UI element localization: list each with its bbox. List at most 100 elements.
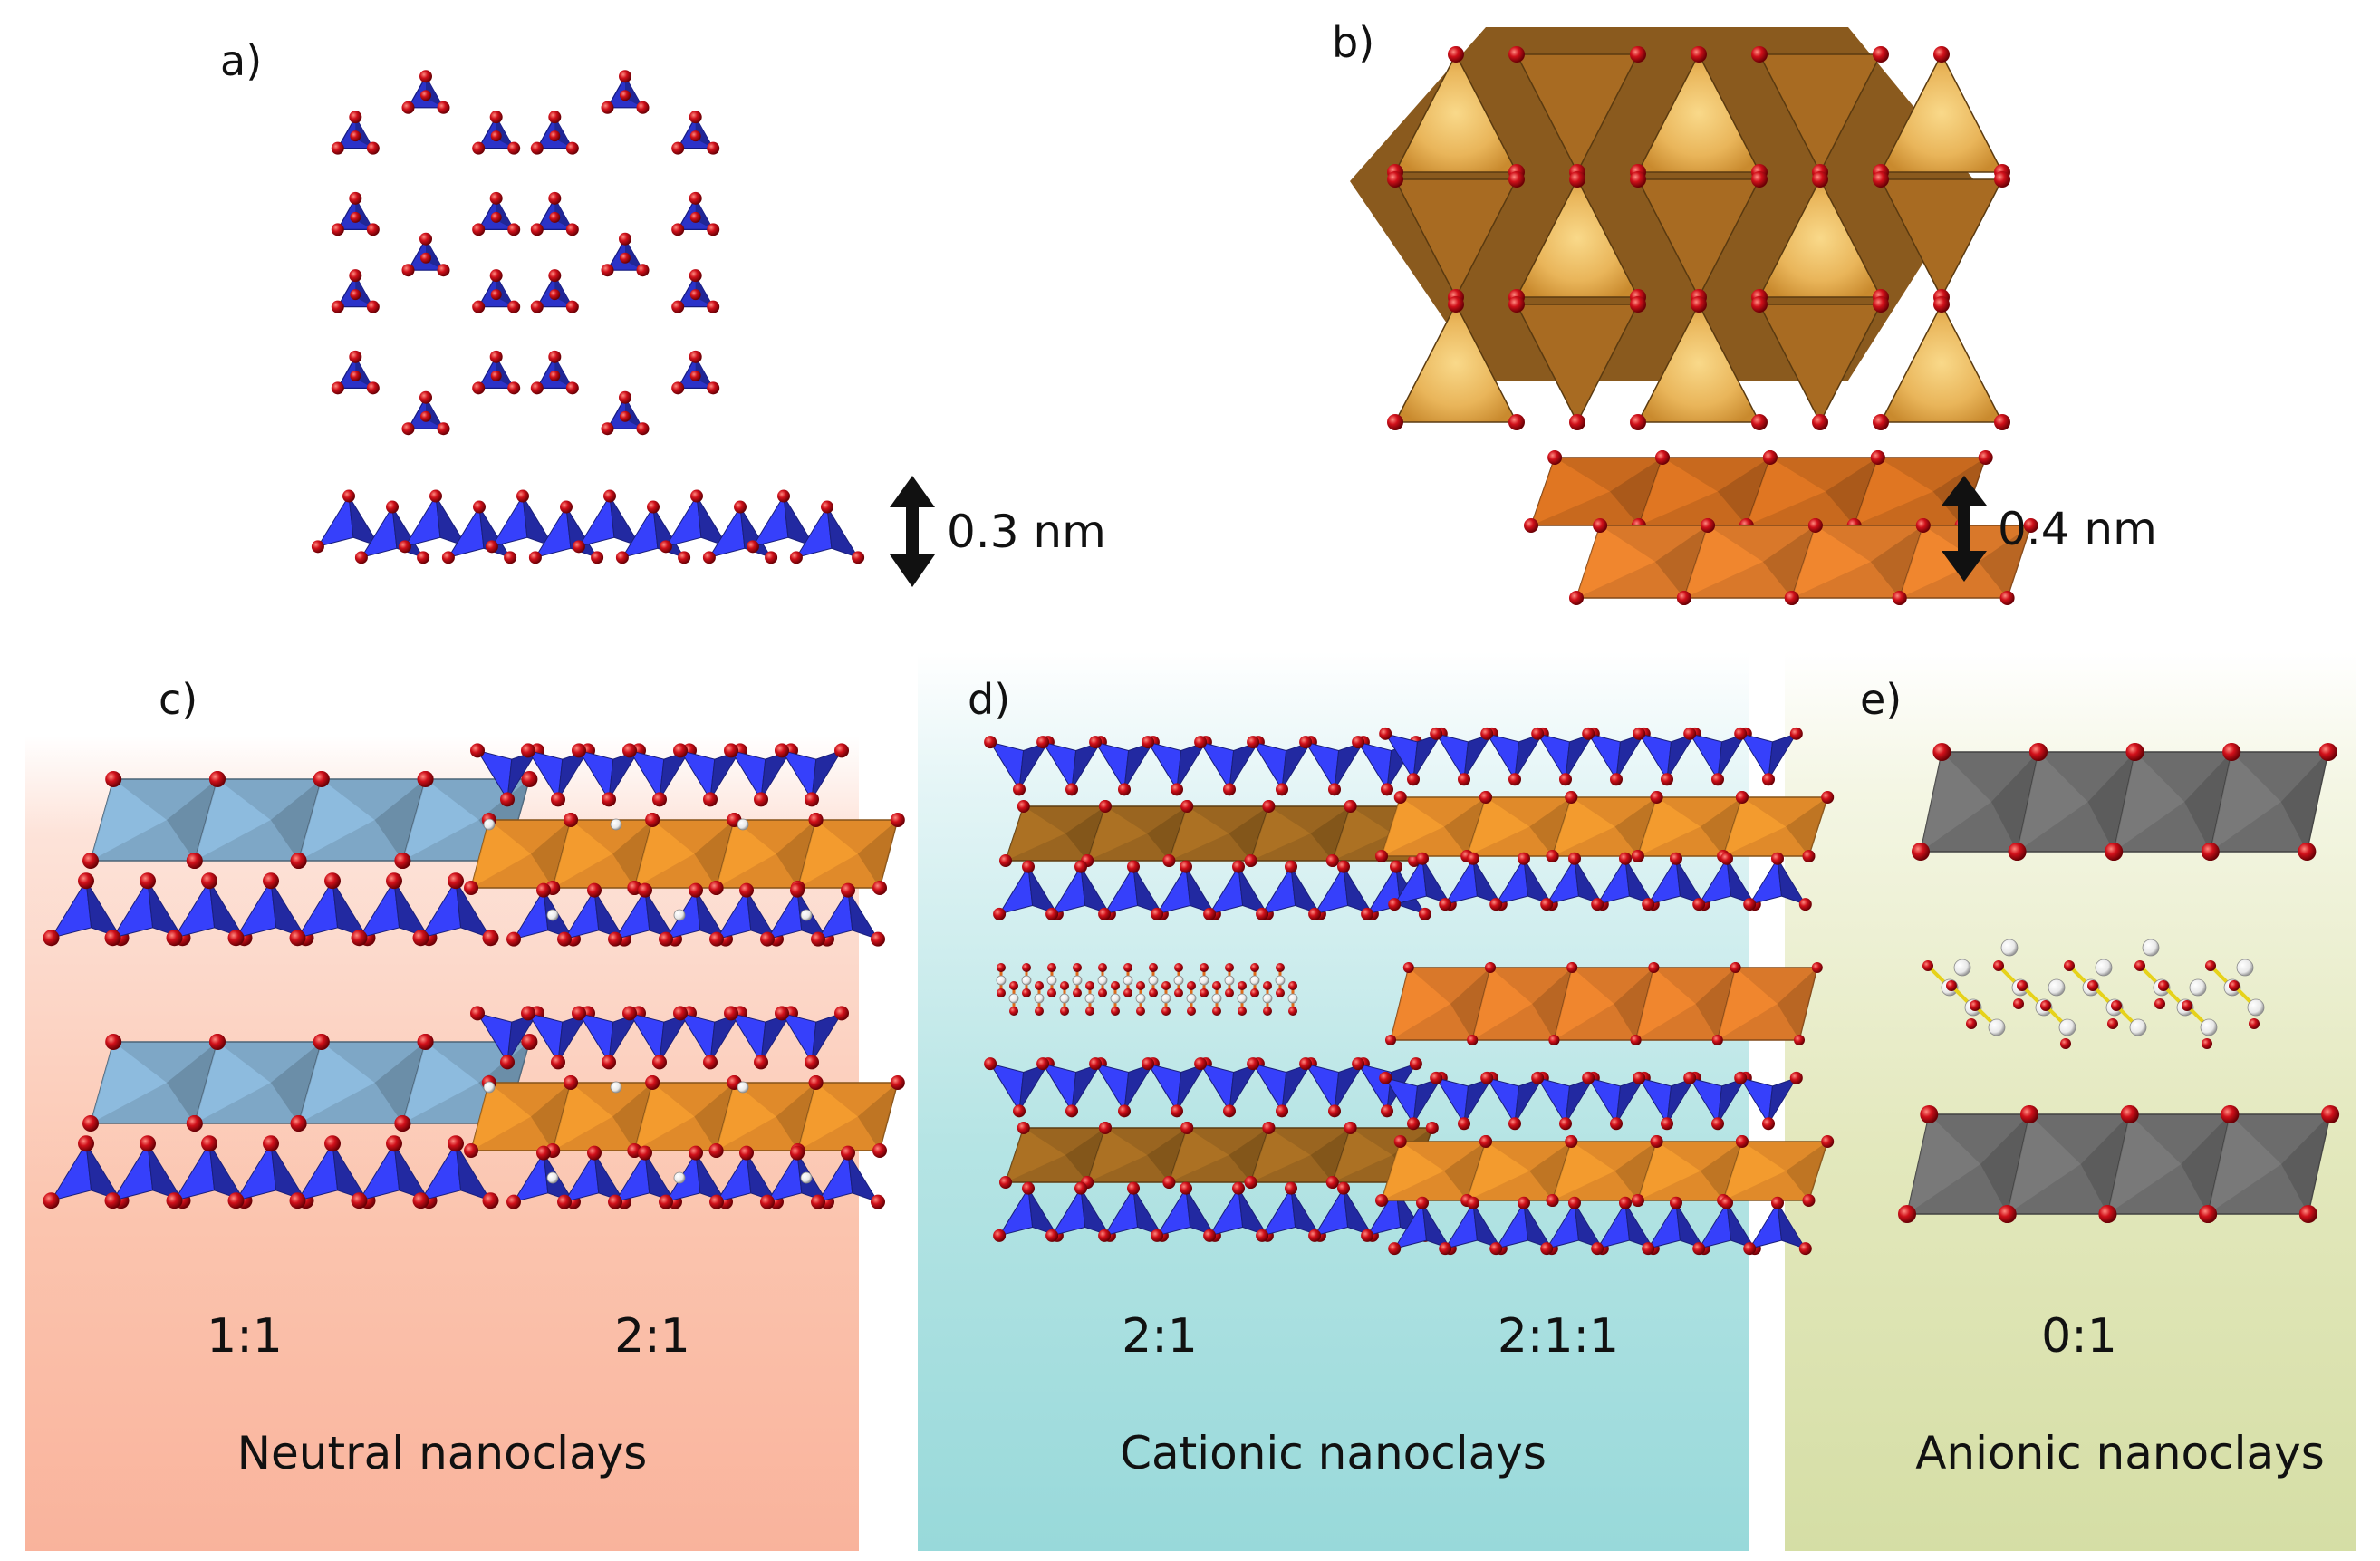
hydrogen-atom [546,909,559,921]
oxygen-atom [1898,1205,1916,1223]
oxygen-atom [620,252,631,264]
octahedron-face [2080,1114,2130,1214]
oxygen-atom [489,350,503,363]
oxygen-atom [349,111,362,124]
octahedron-face [1332,806,1392,861]
tetrahedron [1647,1201,1681,1249]
octahedron-face [612,1083,653,1151]
tetrahedron-face [1080,866,1112,915]
oxygen-atom [349,350,362,363]
hydrogen-atom [1161,993,1171,1004]
oxygen-atom [394,853,411,869]
tetrahedron [1444,857,1479,905]
oxygen-atom [548,191,562,205]
octahedron-face [2114,752,2185,852]
hydrogen-atom [1008,993,1019,1004]
oxygen-atom [473,500,486,514]
oxygen-atom [689,211,701,223]
oxygen-atom [1566,962,1578,973]
oxygen-atom [1467,852,1479,865]
oxygen-atom [1802,1194,1816,1207]
tetrahedron-face [783,496,816,548]
oxygen-atom [366,223,380,236]
tetrahedron [316,495,354,548]
oxygen-atom [1518,852,1530,865]
oxygen-atom [394,1115,411,1132]
oxygen-atom [1540,898,1554,911]
oxygen-atom [1650,791,1663,804]
oxygen-atom [350,370,361,381]
octahedron-face [1147,1128,1188,1182]
oxygen-atom [689,882,703,898]
hydrogen-atom [1186,993,1197,1004]
oxygen-atom [1013,1104,1026,1118]
tetrahedron-face [1071,741,1103,790]
tetrahedron [1156,1187,1191,1237]
octahedron-face [1978,525,2031,598]
tetrahedron-face [1281,741,1313,790]
oxygen-atom [1448,46,1464,63]
oxygen-atom [1548,1035,1560,1045]
oxygen-atom [1285,1181,1297,1195]
tetrahedron-face [811,1012,843,1063]
oxygen-atom [417,551,430,564]
oxygen-atom [536,1145,551,1161]
oxygen-atom [1480,1071,1494,1084]
oxygen-atom [1711,1035,1723,1045]
oxygen-atom [1670,852,1682,865]
tetrahedron [1261,865,1296,915]
oxygen-atom [1873,296,1889,313]
tetrahedron-face [1565,1076,1595,1124]
tetrahedron-face [1412,732,1442,780]
oxygen-atom [659,931,673,947]
tetrahedron [766,889,803,940]
oxygen-atom [620,90,631,101]
tetrahedron [1314,865,1349,915]
oxygen-atom [1200,963,1209,972]
oxygen-atom [1610,1117,1623,1131]
oxygen-atom [671,141,685,155]
tetrahedron-face [625,397,643,429]
tetrahedron [577,495,615,548]
oxygen-atom [1375,1194,1388,1207]
oxygen-atom [1915,518,1931,533]
tetrahedron [1357,1063,1392,1113]
octahedron-face [1332,1128,1392,1182]
tetrahedron [577,1012,614,1064]
oxygen-atom [186,1115,203,1132]
tetrahedron-face [1027,1188,1059,1237]
octahedron-face [1391,968,1450,1040]
caption-neutral: Neutral nanoclays [236,1427,648,1479]
oxygen-atom [324,872,341,890]
hydrogen-atom [546,1171,559,1184]
oxygen-atom [1099,800,1112,813]
octahedron-face [1614,797,1657,856]
octahedron [1515,304,1640,424]
oxygen-atom [1276,988,1285,997]
panel-label-c: c) [159,675,198,724]
oxygen-atom [366,381,380,395]
hydrogen-atom [1059,993,1070,1004]
octahedron-face [1531,458,1610,525]
oxygen-atom [1489,898,1503,911]
oxygen-atom [1812,414,1828,430]
tetrahedron [766,1151,803,1203]
octahedron-face [1472,968,1533,1040]
tetrahedron [490,495,528,548]
oxygen-atom [490,211,502,223]
oxygen-atom [1162,854,1176,867]
oxygen-atom [437,101,450,114]
oxygen-atom [1127,860,1140,873]
tetrahedron [715,1151,752,1203]
octahedron-face [1532,968,1573,1040]
oxygen-atom [1540,1242,1554,1256]
oxygen-atom [1735,791,1749,804]
oxygen-atom [324,1135,341,1152]
octahedron-face [1683,525,1763,598]
oxygen-atom [201,872,217,890]
tetrahedron-face [1472,1202,1502,1250]
oxygen-atom [420,410,431,422]
tetrahedron [1749,857,1783,905]
tetrahedron-face [1574,1202,1604,1250]
oxygen-atom [419,232,432,246]
